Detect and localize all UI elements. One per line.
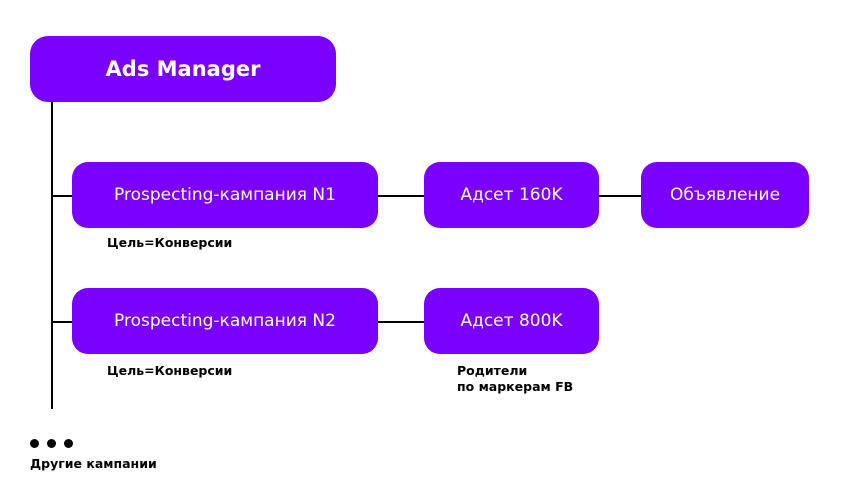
ellipsis-dot	[30, 439, 39, 448]
link-campaign-2-adset	[377, 321, 425, 323]
adset-node-2: Адсет 800K	[424, 288, 599, 354]
campaign-2-goal: Цель=Конверсии	[107, 363, 233, 378]
campaign-node-1: Prospecting-кампания N1	[72, 162, 378, 228]
adset-2-note: Родители по маркерам FB	[457, 363, 573, 395]
root-node-label: Ads Manager	[105, 57, 261, 81]
adset-node-2-label: Адсет 800K	[460, 311, 563, 331]
ellipsis-dot	[47, 439, 56, 448]
adset-node-1-label: Адсет 160K	[460, 185, 563, 205]
campaign-node-2-label: Prospecting-кампания N2	[114, 311, 336, 331]
trunk-line	[51, 100, 53, 409]
campaign-node-1-label: Prospecting-кампания N1	[114, 185, 336, 205]
root-node-ads-manager: Ads Manager	[30, 36, 336, 102]
ad-node-1: Объявление	[641, 162, 809, 228]
other-campaigns-label: Другие кампании	[30, 456, 157, 471]
link-adset-1-ad	[598, 195, 642, 197]
branch-line-campaign-2	[51, 321, 73, 323]
campaign-1-goal: Цель=Конверсии	[107, 235, 233, 250]
adset-2-note-line-1: Родители	[457, 363, 528, 378]
campaign-node-2: Prospecting-кампания N2	[72, 288, 378, 354]
adset-2-note-line-2: по маркерам FB	[457, 379, 574, 394]
ellipsis-dot	[64, 439, 73, 448]
adset-node-1: Адсет 160K	[424, 162, 599, 228]
link-campaign-1-adset	[377, 195, 425, 197]
branch-line-campaign-1	[51, 195, 73, 197]
ad-node-1-label: Объявление	[669, 185, 781, 205]
